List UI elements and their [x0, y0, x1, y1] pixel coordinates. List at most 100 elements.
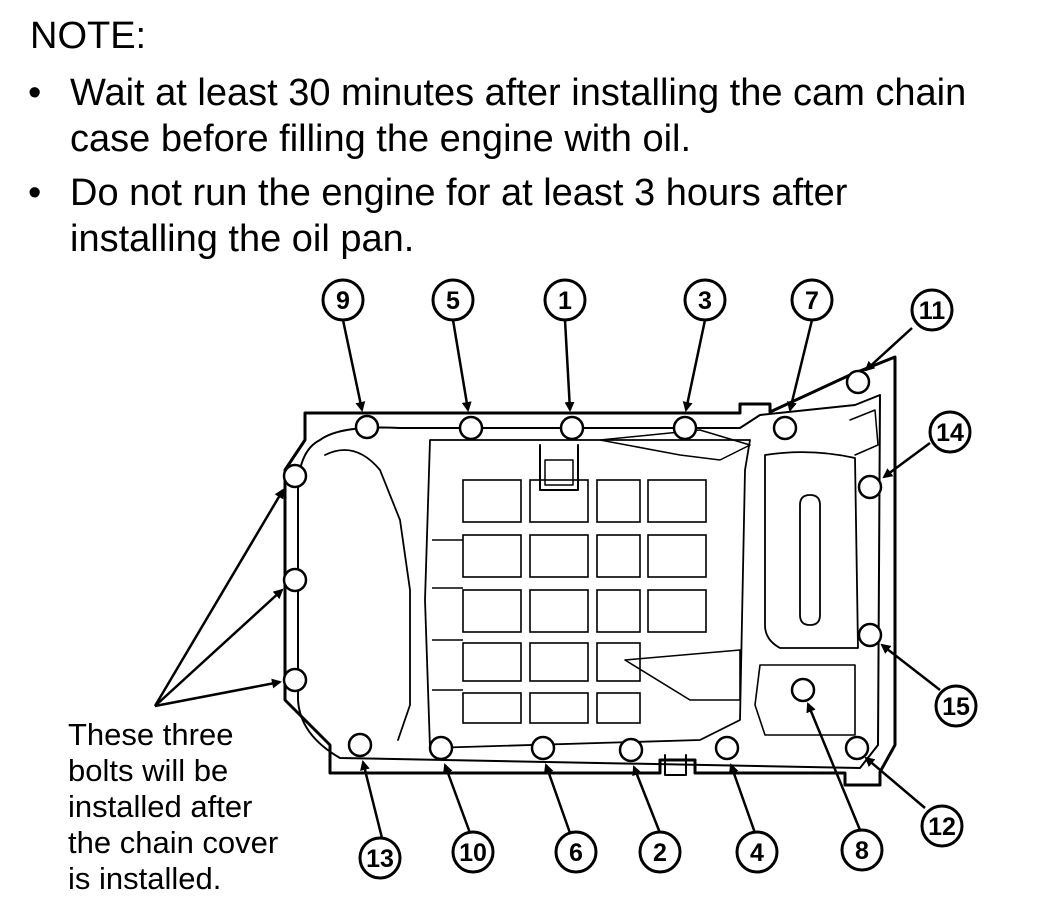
callout-1: 1	[543, 278, 587, 322]
callout-3-label: 3	[698, 287, 712, 315]
arrow-11	[864, 327, 913, 372]
arrow-4	[728, 763, 757, 834]
bolt-12-head	[844, 735, 870, 761]
grid-cell	[596, 642, 641, 682]
sump-grid	[432, 479, 707, 724]
callout-9-label: 9	[336, 287, 350, 315]
callout-7: 7	[790, 278, 834, 322]
three-bolts-caption: These three bolts will be installed afte…	[68, 717, 368, 897]
bolt-10-head	[428, 735, 454, 761]
note-bullet: • Do not run the engine for at least 3 h…	[28, 170, 970, 262]
callout-15: 15	[934, 684, 978, 728]
arrow-left-middle	[154, 588, 284, 707]
grid-cell	[529, 642, 589, 682]
bullet-dot: •	[28, 172, 42, 214]
callout-15-label: 15	[942, 693, 970, 721]
bullet-dot: •	[28, 72, 42, 114]
arrow-12	[864, 756, 926, 809]
callouts: 1 2 3 4 5 6 7 8	[321, 278, 978, 880]
callout-11: 11	[910, 288, 954, 332]
grid-cell	[462, 692, 522, 724]
bolt-5-head	[458, 415, 484, 441]
grid-cell	[596, 589, 641, 633]
bolt-14-head	[857, 474, 883, 500]
bolt-15-head	[857, 622, 883, 648]
grid-cell	[647, 534, 707, 578]
callout-10-label: 10	[459, 839, 487, 867]
arrow-13	[360, 760, 384, 839]
callout-12-label: 12	[928, 813, 956, 841]
arrow-9	[341, 319, 366, 412]
caption-line: the chain cover	[68, 825, 279, 860]
arrow-7	[787, 319, 814, 412]
pan-right-chamber	[764, 451, 859, 649]
arrow-1	[563, 319, 575, 412]
caption-line: is installed.	[68, 861, 222, 896]
bolt-3-head	[672, 415, 698, 441]
pan-drain-boss	[539, 444, 579, 491]
bolt-9-head	[354, 414, 380, 440]
callout-2: 2	[638, 830, 682, 874]
callout-10: 10	[451, 830, 495, 874]
pan-drain-plug	[664, 754, 687, 776]
callout-13-label: 13	[366, 845, 394, 873]
pan-rear-lip	[849, 409, 879, 456]
callout-6: 6	[554, 830, 598, 874]
callout-11-label: 11	[919, 297, 946, 325]
callout-5: 5	[431, 278, 475, 322]
arrow-6	[543, 763, 572, 834]
grid-cell	[529, 692, 589, 724]
grid-cell	[596, 534, 641, 578]
grid-cell	[462, 479, 522, 523]
bolt-8-head	[790, 677, 816, 703]
bolt-7-head	[772, 415, 798, 441]
callout-1-label: 1	[558, 287, 572, 315]
note-bullet: • Wait at least 30 minutes after install…	[28, 70, 970, 162]
grid-cell	[462, 642, 522, 682]
arrow-15	[880, 643, 941, 691]
arrow-10	[443, 763, 472, 834]
arrow-2	[632, 765, 662, 834]
callout-12: 12	[920, 804, 964, 848]
grid-cell	[647, 479, 707, 523]
bolt-heads	[282, 369, 883, 763]
grid-cell	[596, 692, 641, 724]
pan-baffle	[624, 649, 741, 701]
callout-8: 8	[840, 828, 884, 872]
callout-7-label: 7	[805, 287, 819, 315]
callout-9: 9	[321, 278, 365, 322]
callout-6-label: 6	[569, 839, 583, 867]
arrow-8	[806, 702, 862, 831]
pan-drain-boss-inner	[544, 459, 574, 486]
callout-3: 3	[683, 278, 727, 322]
grid-cell	[462, 589, 522, 633]
grid-cell	[462, 534, 522, 578]
pan-flange	[297, 394, 881, 769]
pan-pickup-slot	[799, 494, 821, 626]
pan-inner-wall	[324, 449, 411, 741]
pan-outline	[283, 355, 897, 787]
callout-4-label: 4	[750, 839, 764, 867]
caption-line: bolts will be	[68, 753, 229, 788]
callout-13: 13	[358, 836, 402, 880]
caption-line: These three	[68, 717, 234, 752]
bolt-left-middle-head	[282, 567, 308, 593]
note-title: NOTE:	[30, 15, 147, 57]
bolt-6-head	[530, 735, 556, 761]
bolt-4-head	[714, 735, 740, 761]
arrow-14	[882, 441, 931, 479]
bolt-1-head	[559, 415, 585, 441]
note-bullet-text: Wait at least 30 minutes after installin…	[70, 72, 967, 160]
grid-cell	[596, 479, 641, 523]
pan-lower-ramp	[754, 664, 856, 736]
bolt-13-head	[347, 732, 373, 758]
callout-14: 14	[928, 410, 972, 454]
leader-arrows	[153, 319, 941, 839]
grid-cell	[529, 479, 589, 523]
caption-line: installed after	[68, 789, 253, 824]
bolt-11-head	[845, 369, 871, 395]
bolt-left-upper-head	[282, 463, 308, 489]
grid-rib	[432, 539, 463, 691]
arrow-left-lower	[154, 678, 282, 708]
